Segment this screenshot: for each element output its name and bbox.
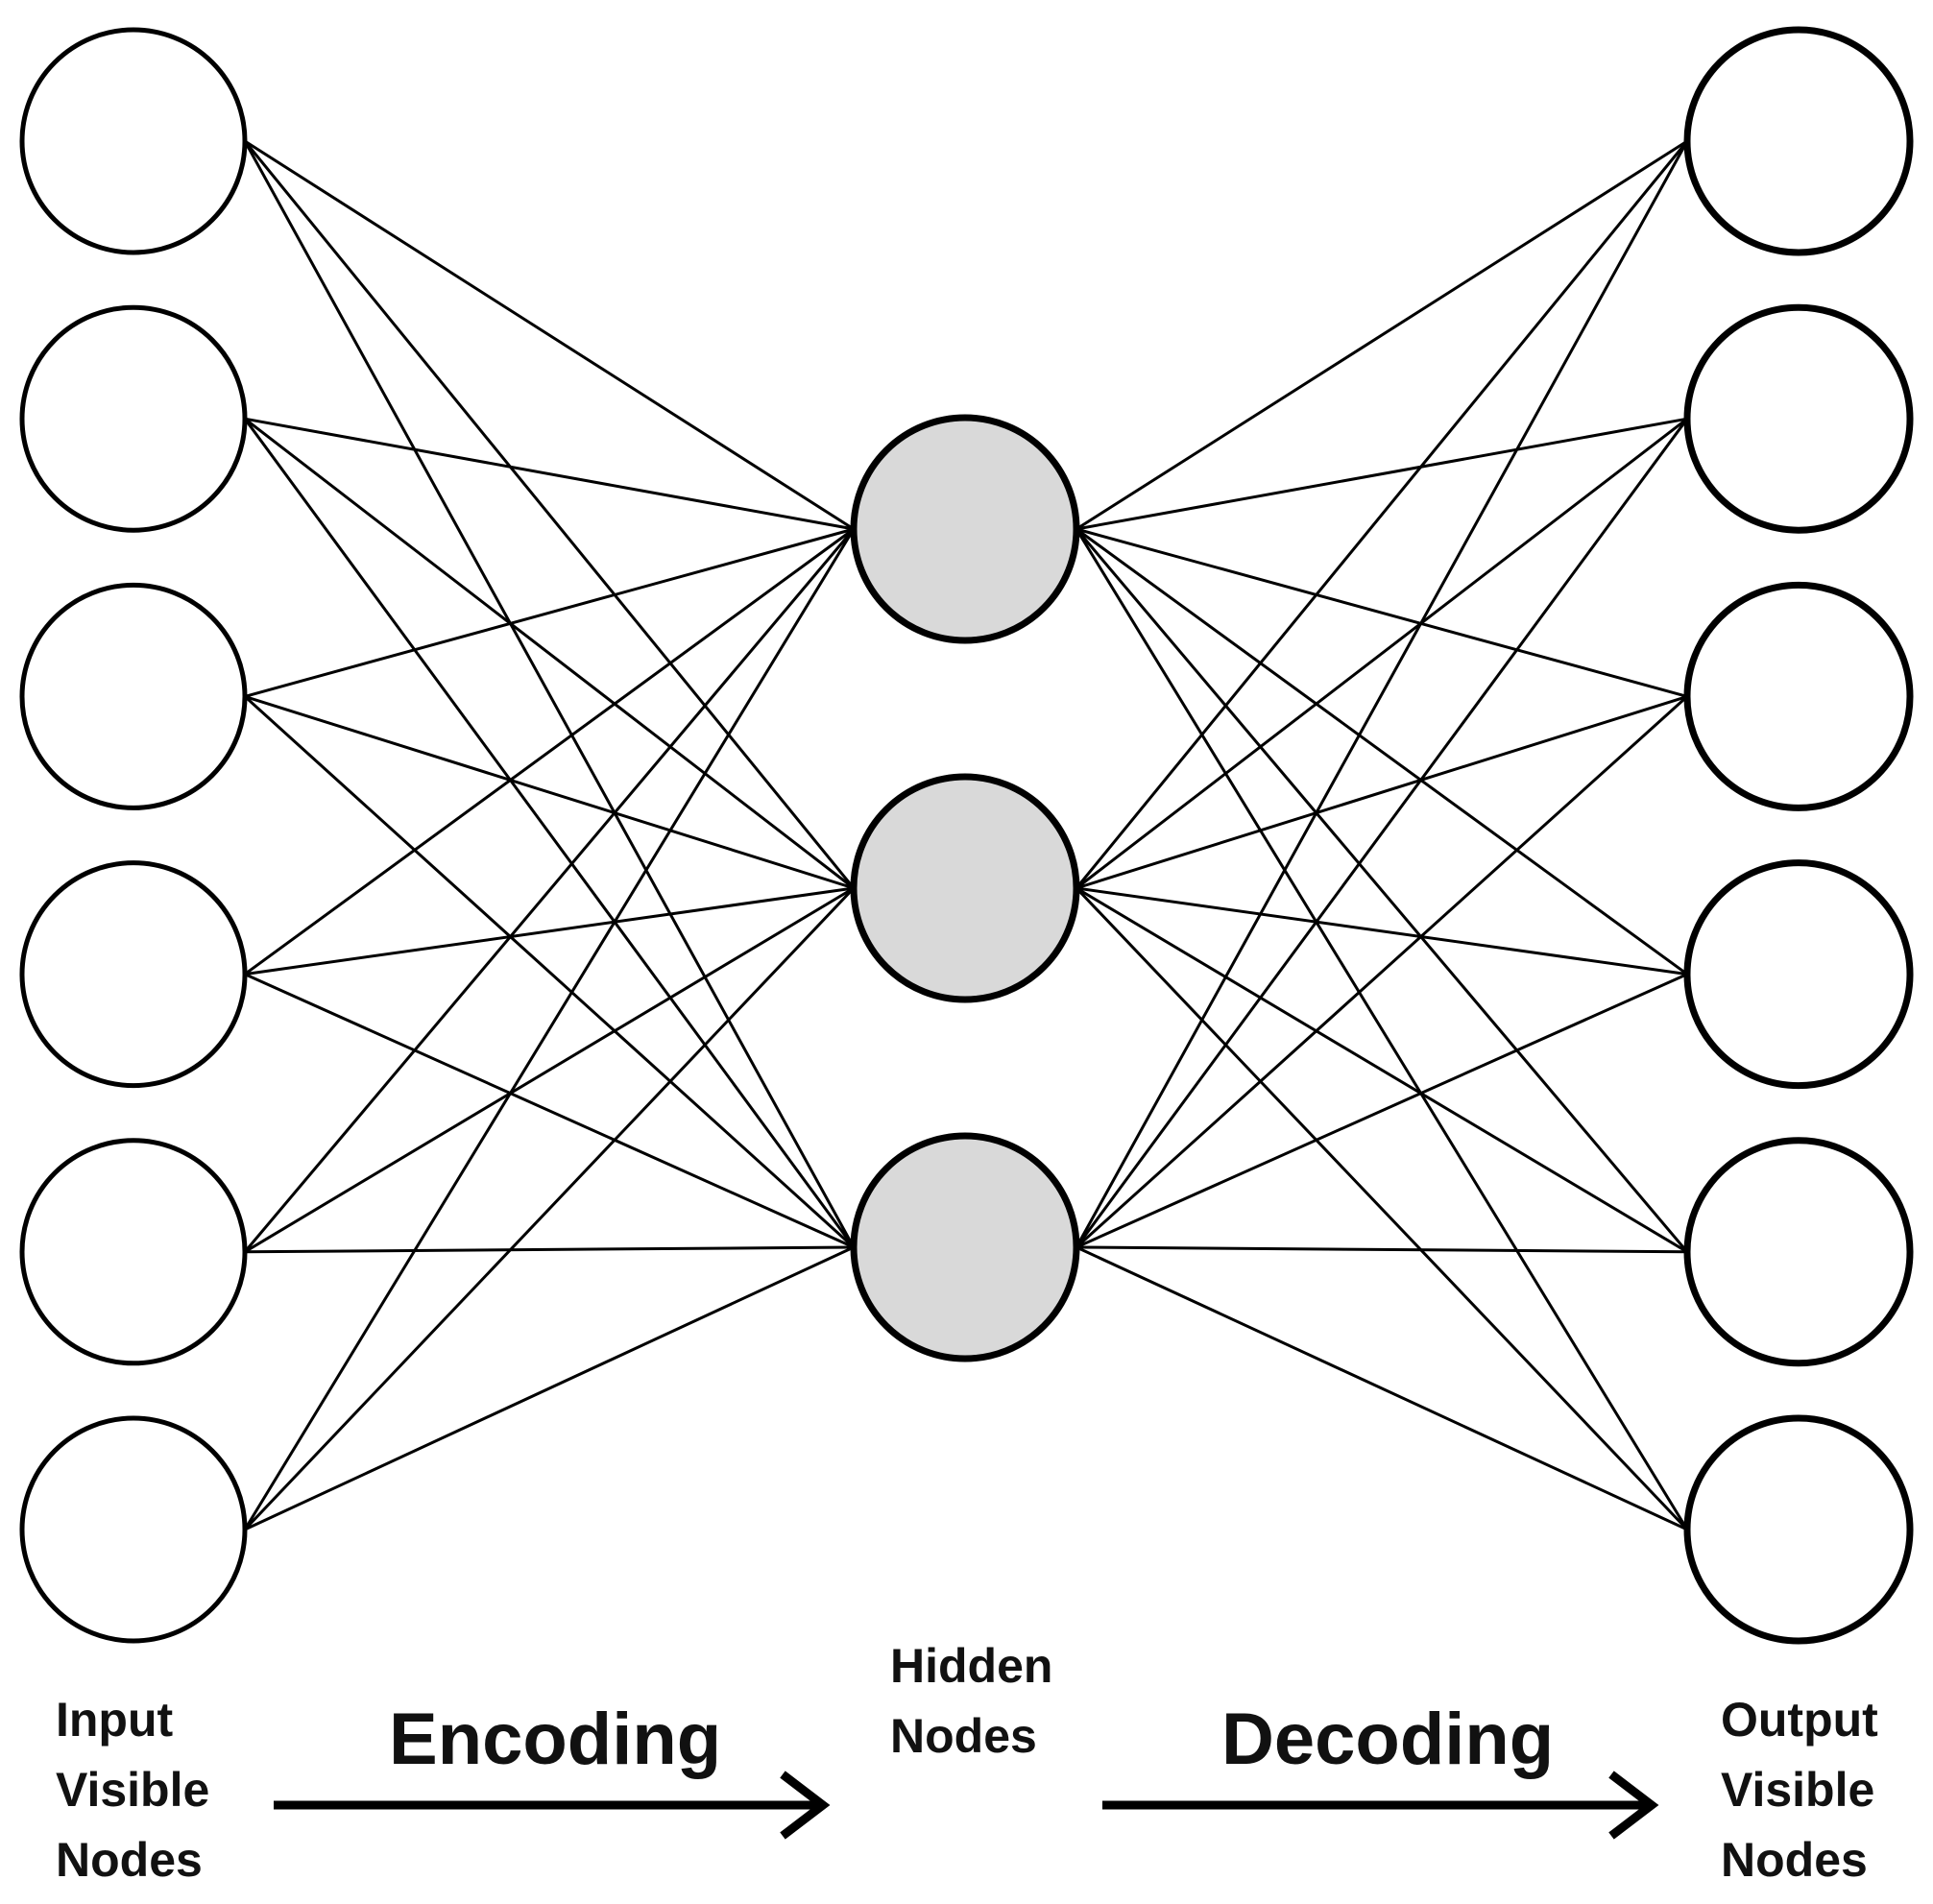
edge-hidden-2-output-1 — [1075, 140, 1689, 889]
edge-input-5-hidden-3 — [244, 1245, 855, 1254]
encoding-label: Encoding — [389, 1699, 722, 1780]
hidden-node-2 — [850, 773, 1080, 1003]
edge-hidden-2-output-6 — [1075, 886, 1689, 1531]
hidden-node-3 — [850, 1132, 1080, 1362]
edge-input-6-hidden-1 — [243, 528, 856, 1530]
edge-input-1-hidden-1 — [244, 139, 855, 531]
hidden-layer-label: Hidden Nodes — [890, 1639, 1053, 1763]
edge-hidden-1-output-5 — [1075, 528, 1689, 1253]
edge-input-2-hidden-1 — [244, 417, 855, 531]
edge-hidden-1-output-6 — [1075, 528, 1689, 1530]
edge-hidden-3-output-2 — [1075, 418, 1689, 1248]
edge-hidden-3-output-6 — [1075, 1245, 1688, 1531]
output-node-6 — [1683, 1414, 1914, 1645]
output-node-4 — [1683, 859, 1914, 1090]
edge-input-2-hidden-2 — [244, 418, 855, 890]
hidden-node-1 — [850, 414, 1080, 644]
edge-hidden-3-output-4 — [1075, 973, 1688, 1249]
encoding-arrow-head — [780, 1771, 831, 1840]
input-node-1 — [19, 27, 248, 255]
edge-hidden-2-output-2 — [1075, 418, 1688, 890]
edge-hidden-2-output-3 — [1075, 694, 1688, 890]
decoding-label: Decoding — [1221, 1699, 1555, 1780]
edge-hidden-1-output-4 — [1075, 527, 1688, 976]
edge-input-1-hidden-3 — [243, 140, 856, 1248]
direction-arrows — [274, 1771, 1659, 1840]
edge-input-3-hidden-3 — [243, 695, 856, 1249]
input-node-5 — [19, 1138, 248, 1366]
edge-hidden-3-output-1 — [1075, 140, 1689, 1248]
edge-hidden-2-output-4 — [1075, 886, 1688, 976]
edge-input-1-hidden-2 — [243, 140, 856, 889]
output-node-5 — [1683, 1137, 1914, 1367]
edge-hidden-3-output-3 — [1075, 695, 1689, 1249]
input-node-2 — [19, 304, 248, 533]
edge-input-2-hidden-3 — [243, 418, 856, 1248]
output-layer-label: Output Visible Nodes — [1721, 1693, 1878, 1887]
input-node-6 — [19, 1415, 248, 1644]
edge-hidden-1-output-1 — [1075, 139, 1688, 531]
edge-input-4-hidden-3 — [244, 973, 855, 1249]
input-layer-label: Input Visible Nodes — [56, 1693, 210, 1887]
edge-hidden-3-output-5 — [1075, 1245, 1688, 1254]
edge-input-3-hidden-1 — [244, 527, 855, 698]
edge-hidden-1-output-3 — [1075, 527, 1688, 698]
output-node-1 — [1683, 26, 1914, 256]
edge-input-3-hidden-2 — [244, 694, 855, 890]
decoding-arrow-head — [1608, 1771, 1659, 1840]
connection-edges — [243, 139, 1689, 1531]
edge-input-6-hidden-3 — [244, 1245, 855, 1531]
edge-input-5-hidden-1 — [243, 528, 856, 1253]
edge-input-4-hidden-2 — [244, 886, 855, 976]
edge-input-5-hidden-2 — [244, 886, 855, 1254]
network-nodes — [19, 26, 1914, 1645]
edge-input-6-hidden-2 — [243, 886, 856, 1531]
input-node-4 — [19, 860, 248, 1089]
input-node-3 — [19, 582, 248, 810]
edge-input-4-hidden-1 — [244, 527, 855, 976]
output-node-2 — [1683, 303, 1914, 534]
edge-hidden-1-output-2 — [1075, 417, 1688, 531]
edge-hidden-2-output-5 — [1075, 886, 1688, 1254]
output-node-3 — [1683, 581, 1914, 811]
